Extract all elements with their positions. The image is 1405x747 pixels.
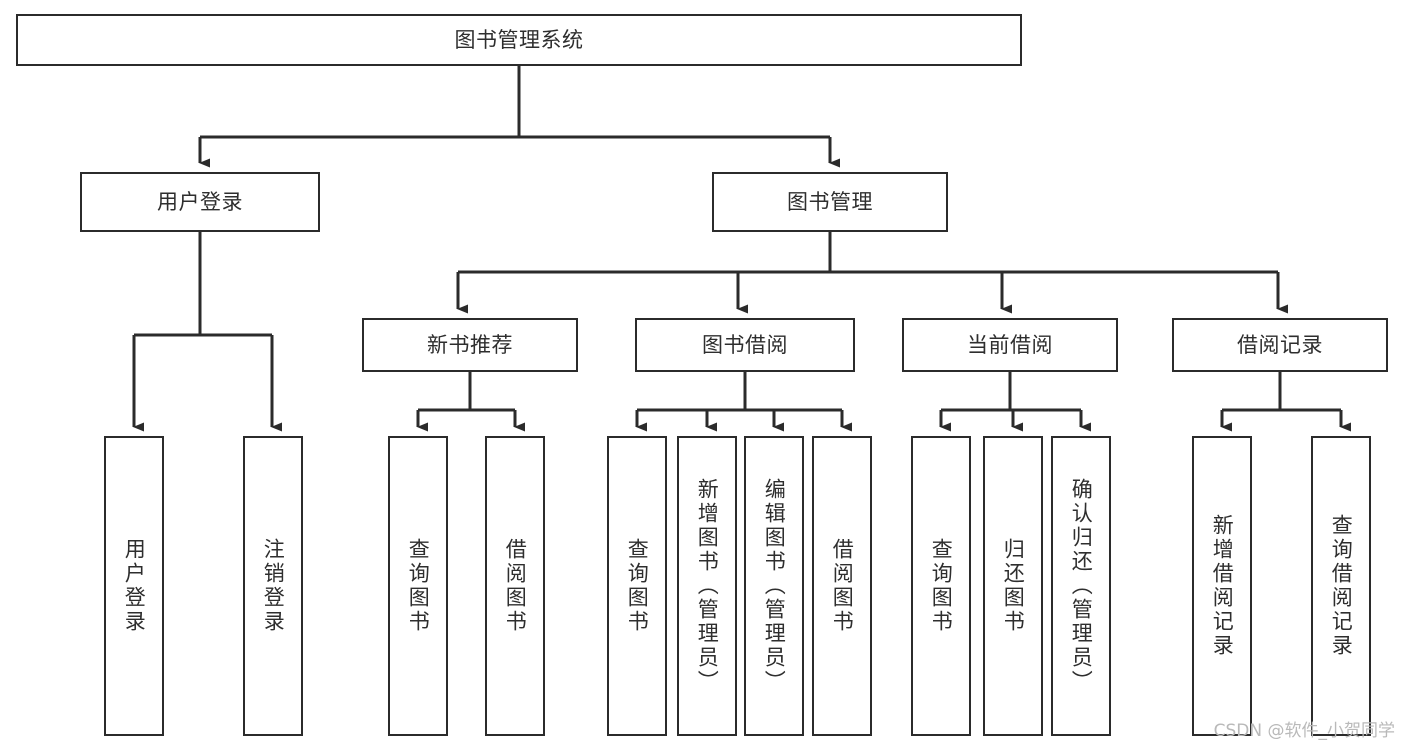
leaf-query-book-borrow[interactable]: 查询图书 bbox=[607, 436, 667, 736]
leaf-query-book-recommend[interactable]: 查询图书 bbox=[388, 436, 448, 736]
leaf-borrow-book-recommend[interactable]: 借阅图书 bbox=[485, 436, 545, 736]
leaf-query-book-recommend-label: 查询图书 bbox=[406, 538, 431, 634]
edge-group-borrow bbox=[635, 372, 852, 432]
leaf-return-book[interactable]: 归还图书 bbox=[983, 436, 1043, 736]
leaf-add-borrow-record-label: 新增借阅记录 bbox=[1210, 514, 1235, 658]
leaf-query-borrow-record[interactable]: 查询借阅记录 bbox=[1311, 436, 1371, 736]
edge-group-current-borrow bbox=[939, 372, 1091, 432]
leaf-add-book-admin-label: 新增图书（管理员） bbox=[695, 478, 720, 694]
leaf-edit-book-admin-label: 编辑图书（管理员） bbox=[762, 478, 787, 694]
node-borrow-record-label: 借阅记录 bbox=[1237, 332, 1323, 357]
edge-group-book-manage bbox=[456, 232, 1288, 314]
node-book-management[interactable]: 图书管理 bbox=[712, 172, 948, 232]
node-new-book-recommend-label: 新书推荐 bbox=[427, 332, 513, 357]
leaf-borrow-book-label: 借阅图书 bbox=[830, 538, 855, 634]
leaf-add-borrow-record[interactable]: 新增借阅记录 bbox=[1192, 436, 1252, 736]
edge-group-root bbox=[198, 66, 840, 168]
node-book-borrow[interactable]: 图书借阅 bbox=[635, 318, 855, 372]
leaf-query-borrow-record-label: 查询借阅记录 bbox=[1329, 514, 1354, 658]
node-root-label: 图书管理系统 bbox=[454, 27, 584, 52]
node-user-login[interactable]: 用户登录 bbox=[80, 172, 320, 232]
node-root[interactable]: 图书管理系统 bbox=[16, 14, 1022, 66]
leaf-query-book-borrow-label: 查询图书 bbox=[625, 538, 650, 634]
leaf-query-book-current-label: 查询图书 bbox=[929, 538, 954, 634]
leaf-return-book-label: 归还图书 bbox=[1001, 538, 1026, 634]
node-new-book-recommend[interactable]: 新书推荐 bbox=[362, 318, 578, 372]
leaf-borrow-book-recommend-label: 借阅图书 bbox=[503, 538, 528, 634]
edge-group-user-login bbox=[132, 232, 282, 432]
leaf-borrow-book[interactable]: 借阅图书 bbox=[812, 436, 872, 736]
node-current-borrow-label: 当前借阅 bbox=[967, 332, 1053, 357]
node-book-borrow-label: 图书借阅 bbox=[702, 332, 788, 357]
node-current-borrow[interactable]: 当前借阅 bbox=[902, 318, 1118, 372]
node-borrow-record[interactable]: 借阅记录 bbox=[1172, 318, 1388, 372]
leaf-add-book-admin[interactable]: 新增图书（管理员） bbox=[677, 436, 737, 736]
leaf-logout-label: 注销登录 bbox=[261, 538, 286, 634]
leaf-confirm-return-admin-label: 确认归还（管理员） bbox=[1069, 478, 1094, 694]
leaf-edit-book-admin[interactable]: 编辑图书（管理员） bbox=[744, 436, 804, 736]
leaf-user-login[interactable]: 用户登录 bbox=[104, 436, 164, 736]
node-book-management-label: 图书管理 bbox=[787, 189, 873, 214]
leaf-query-book-current[interactable]: 查询图书 bbox=[911, 436, 971, 736]
edge-group-borrow-record bbox=[1220, 372, 1351, 432]
node-user-login-label: 用户登录 bbox=[157, 189, 243, 214]
leaf-user-login-label: 用户登录 bbox=[122, 538, 147, 634]
leaf-logout[interactable]: 注销登录 bbox=[243, 436, 303, 736]
leaf-confirm-return-admin[interactable]: 确认归还（管理员） bbox=[1051, 436, 1111, 736]
edge-group-new-book bbox=[416, 372, 525, 432]
